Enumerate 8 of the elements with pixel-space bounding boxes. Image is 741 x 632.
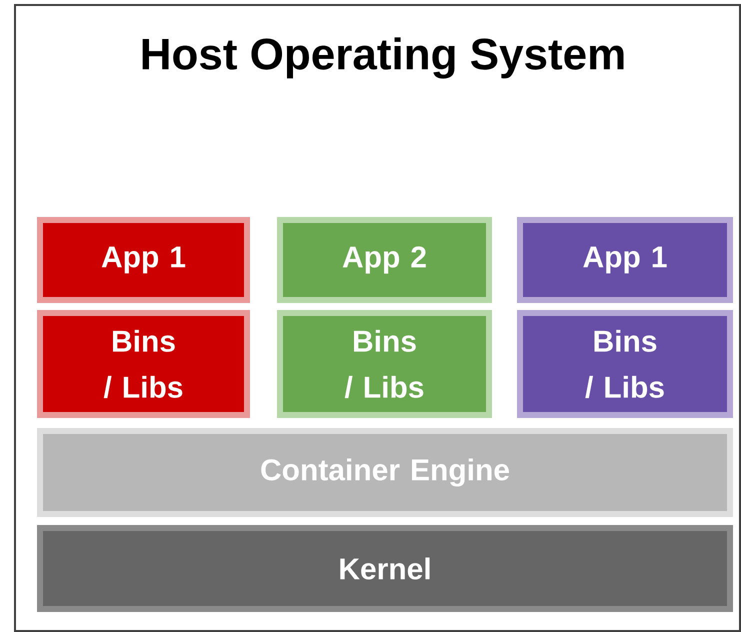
app-box: App 2 <box>277 217 492 303</box>
engine-layer: Container Engine <box>37 428 733 517</box>
app-box: App 1 <box>517 217 733 303</box>
libs-box: Bins / Libs <box>37 310 250 418</box>
app-box: App 1 <box>37 217 250 303</box>
libs-box: Bins / Libs <box>277 310 492 418</box>
libs-box: Bins / Libs <box>517 310 733 418</box>
kernel-layer: Kernel <box>37 525 733 612</box>
